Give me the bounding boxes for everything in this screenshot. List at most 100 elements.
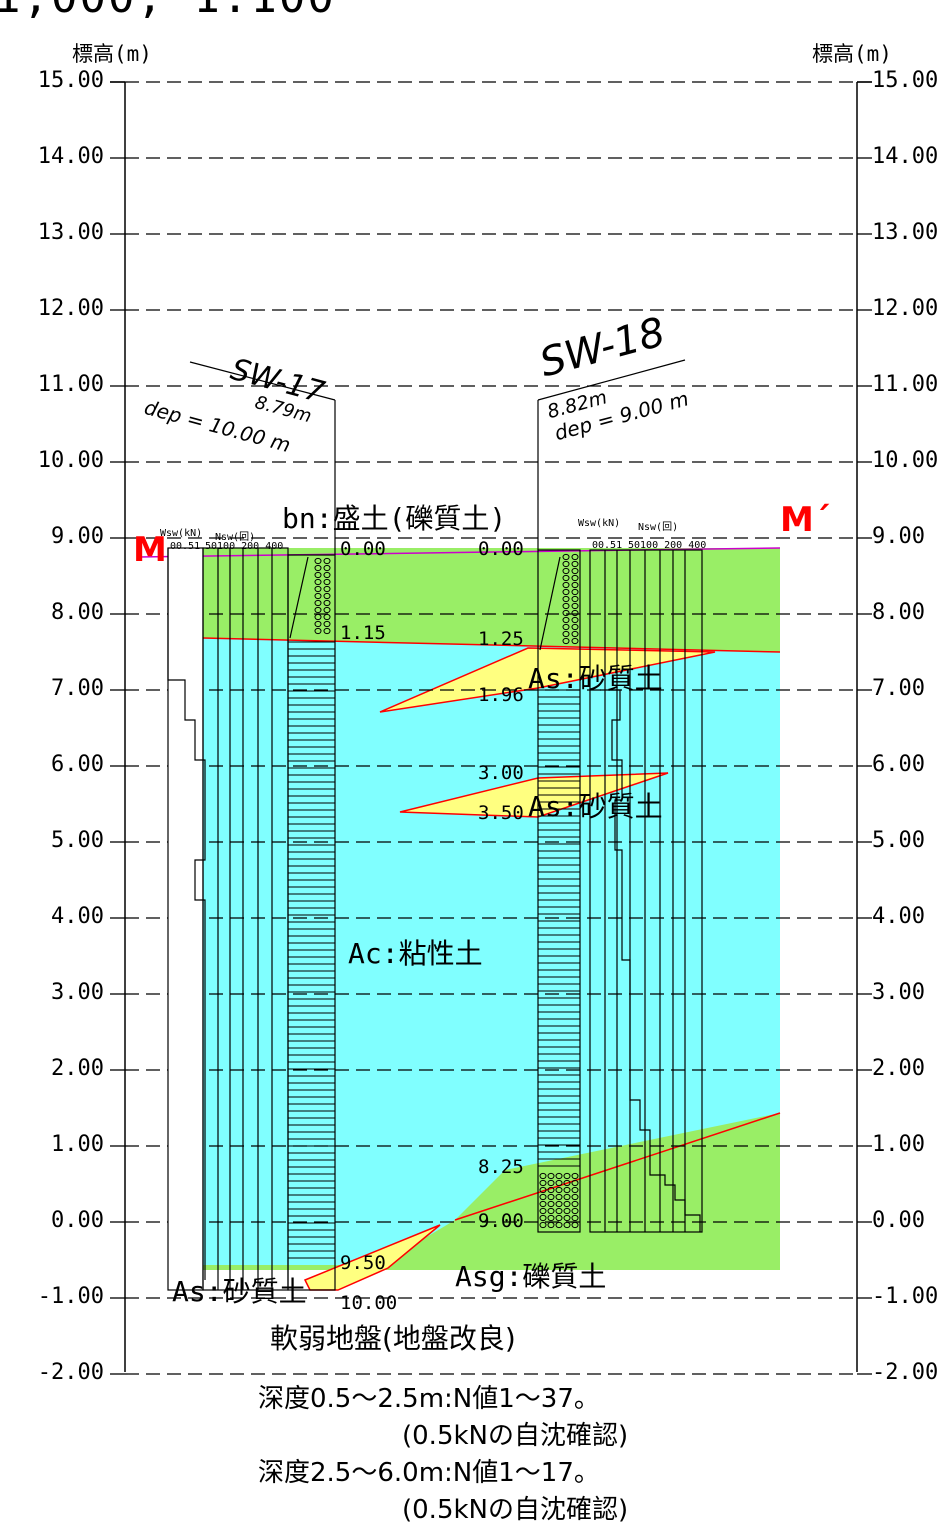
layer-as3-fill [303, 1224, 441, 1291]
right-tick-label: 2.00 [872, 1056, 925, 1081]
sw18-depth-5: 8.25 [478, 1156, 524, 1178]
gravel-symbol [314, 599, 322, 607]
gravel-symbol [547, 1179, 555, 1187]
gravel-symbol [323, 571, 331, 579]
layer-label-as2: As:砂質土 [528, 790, 663, 823]
gravel-symbol [547, 1221, 555, 1229]
gravel-symbol [539, 1193, 547, 1201]
sw18-nsw-column [589, 549, 703, 1233]
sw17-wsw-header: Wsw(kN) [160, 528, 203, 539]
sw18-depth-6: 9.00 [478, 1210, 524, 1232]
right-tick-label: 8.00 [872, 600, 925, 625]
gravel-symbol [562, 574, 570, 582]
gravel-symbol [314, 578, 322, 586]
boundary-line-bn [202, 637, 781, 653]
right-tick-label: 4.00 [872, 904, 925, 929]
gravel-symbol [562, 630, 570, 638]
sw18-gravel-symbols [539, 553, 579, 1229]
sw17-sounding-line [289, 556, 309, 639]
gravel-symbol [323, 578, 331, 586]
note-line-1: 深度0.5～2.5m:N値1～37。 [258, 1384, 600, 1414]
gravel-symbol [571, 1186, 579, 1194]
left-tick-label: 11.00 [37, 372, 104, 397]
left-tick-label: 9.00 [51, 524, 104, 549]
gravel-symbol [314, 627, 322, 635]
sw18-clay-hatch [538, 689, 580, 1167]
gravel-symbol [555, 1172, 563, 1180]
note-line-2: (0.5kNの自沈確認) [402, 1421, 629, 1451]
left-tick-label: -2.00 [37, 1360, 104, 1385]
gravel-symbol [555, 1193, 563, 1201]
left-tick-label: 10.00 [37, 448, 104, 473]
gravel-symbol [571, 609, 579, 617]
layer-label-bn: bn:盛土(礫質土) [282, 502, 507, 535]
gravel-symbol [547, 1207, 555, 1215]
sw17-gravel-symbols [314, 557, 331, 635]
gravel-symbol [562, 602, 570, 610]
gravel-symbol [547, 1193, 555, 1201]
left-tick-label: 7.00 [51, 676, 104, 701]
gravel-symbol [563, 1200, 571, 1208]
gravel-symbol [562, 560, 570, 568]
gravel-symbol [539, 1200, 547, 1208]
left-tick-label: 4.00 [51, 904, 104, 929]
gravel-symbol [323, 613, 331, 621]
gravel-symbol [571, 1221, 579, 1229]
left-tick-label: 3.00 [51, 980, 104, 1005]
section-marker-right: M´ [780, 500, 831, 540]
gravel-symbol [562, 616, 570, 624]
right-tick-label: 6.00 [872, 752, 925, 777]
gravel-symbol [563, 1207, 571, 1215]
gravel-symbol [562, 567, 570, 575]
sw18-depth-3: 3.00 [478, 762, 524, 784]
sw18-wsw-scale: 00.51 [592, 540, 623, 551]
gravel-symbol [562, 588, 570, 596]
gravel-symbol [571, 630, 579, 638]
gravel-symbol [571, 560, 579, 568]
gravel-symbol [539, 1186, 547, 1194]
right-tick-label: 14.00 [872, 144, 939, 169]
left-tick-label: 0.00 [51, 1208, 104, 1233]
gravel-symbol [555, 1179, 563, 1187]
sw18-wsw-header: Wsw(kN) [578, 518, 621, 529]
gravel-symbol [571, 567, 579, 575]
gravel-symbol [555, 1186, 563, 1194]
gravel-symbol [571, 581, 579, 589]
gravel-symbol [547, 1200, 555, 1208]
sw18-depth-0: 0.00 [478, 538, 524, 560]
sw17-wsw-column [167, 547, 204, 1291]
gravel-symbol [571, 602, 579, 610]
right-tick-label: 12.00 [872, 296, 939, 321]
right-tick-label: 15.00 [872, 68, 939, 93]
gravel-symbol [571, 553, 579, 561]
gravel-symbol [314, 620, 322, 628]
gravel-symbol [323, 564, 331, 572]
gravel-symbol [555, 1207, 563, 1215]
left-tick-label: 15.00 [37, 68, 104, 93]
gravel-symbol [571, 623, 579, 631]
sw18-header-line [537, 359, 686, 401]
gravel-symbol [571, 1214, 579, 1222]
gravel-symbol [539, 1221, 547, 1229]
sw17-depth-0: 0.00 [340, 538, 386, 560]
right-tick-label: 11.00 [872, 372, 939, 397]
gravel-symbol [571, 574, 579, 582]
gravel-symbol [571, 1172, 579, 1180]
right-tick-label: -1.00 [872, 1284, 939, 1309]
gravel-symbol [539, 1179, 547, 1187]
gravel-symbol [323, 585, 331, 593]
right-tick-label: 3.00 [872, 980, 925, 1005]
gravel-symbol [571, 1207, 579, 1215]
left-tick-label: 13.00 [37, 220, 104, 245]
right-tick-label: 13.00 [872, 220, 939, 245]
sw17-nsw-header: Nsw(回) [215, 532, 256, 543]
sw17-depth-1: 1.15 [340, 622, 386, 644]
gravel-symbol [562, 581, 570, 589]
gravel-symbol [323, 599, 331, 607]
gravel-symbol [563, 1179, 571, 1187]
gravel-symbol [571, 595, 579, 603]
left-tick-label: 8.00 [51, 600, 104, 625]
sw18-nsw-header: Nsw(回) [638, 522, 679, 533]
